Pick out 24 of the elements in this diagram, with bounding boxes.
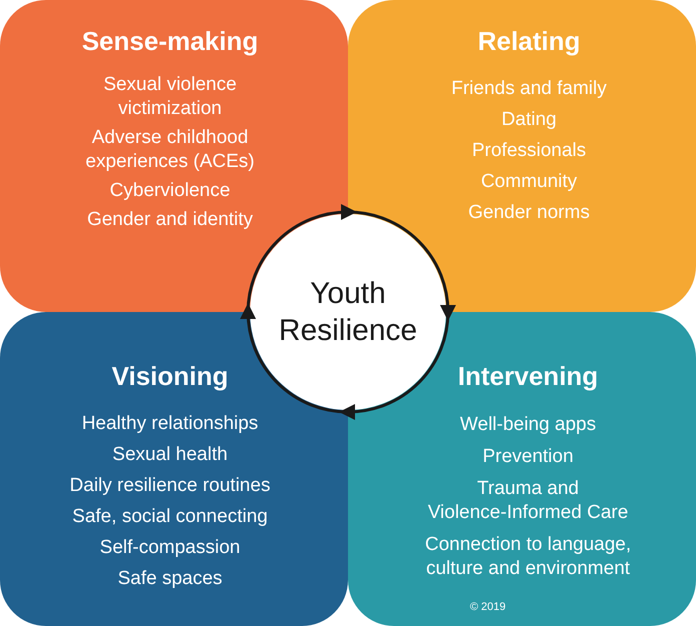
list-item: Sexual health: [112, 443, 228, 467]
list-item: Safe spaces: [118, 567, 222, 591]
quadrant-heading: Sense-making: [82, 26, 258, 56]
list-item: Adverse childhood experiences (ACEs): [84, 126, 256, 174]
list-item: Trauma and Violence-Informed Care: [426, 477, 630, 525]
copyright-note: © 2019: [470, 601, 506, 613]
list-item: Gender norms: [468, 201, 590, 225]
list-item: Connection to language, culture and environment: [424, 533, 632, 581]
list-item: Safe, social connecting: [72, 505, 268, 529]
list-item: Community: [480, 170, 578, 194]
list-item: Cyberviolence: [110, 179, 230, 203]
list-item: Self-compassion: [100, 536, 240, 560]
list-item: Daily resilience routines: [70, 474, 270, 498]
quadrant-heading: Relating: [478, 26, 580, 56]
quadrant-heading: Intervening: [458, 361, 598, 391]
list-item: Gender and identity: [87, 208, 253, 232]
quadrant-heading: Visioning: [112, 361, 228, 391]
list-item: Dating: [502, 108, 556, 132]
list-item: Healthy relationships: [82, 412, 258, 436]
list-item: Friends and family: [451, 77, 607, 101]
list-item: Professionals: [472, 139, 586, 163]
center-title: Youth Resilience: [278, 276, 418, 349]
list-item: Prevention: [482, 445, 574, 469]
list-item: Well-being apps: [460, 413, 596, 437]
